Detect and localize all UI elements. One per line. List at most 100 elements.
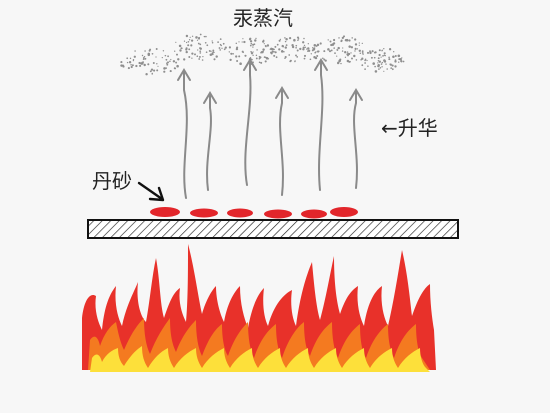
- vapor-dot: [149, 70, 152, 73]
- flames: [82, 244, 436, 372]
- vapor-dot: [383, 52, 386, 55]
- vapor-dot: [134, 50, 136, 52]
- vapor-dot: [156, 63, 158, 65]
- vapor-dot: [267, 58, 270, 60]
- vapor-dot: [333, 47, 335, 49]
- vapor-dot: [255, 54, 258, 57]
- vapor-dot: [294, 60, 296, 63]
- vapor-dot: [391, 64, 394, 67]
- vapor-dot: [211, 41, 214, 44]
- vapor-dot: [402, 60, 405, 63]
- vapor-dot: [188, 39, 191, 41]
- vapor-dot: [340, 62, 342, 65]
- vapor-dot: [165, 58, 168, 61]
- vapor-dot: [258, 58, 261, 60]
- vapor-dot: [398, 61, 400, 63]
- vapor-dot: [323, 58, 326, 61]
- vapor-dot: [330, 49, 333, 52]
- vapor-dot: [133, 55, 136, 58]
- vapor-dot: [135, 64, 138, 68]
- vapor-dot: [388, 58, 391, 61]
- vapor-dot: [130, 64, 132, 66]
- vapor-dot: [383, 70, 385, 72]
- vapor-dot: [302, 46, 305, 49]
- vapor-dot: [177, 58, 180, 61]
- vapor-dot: [361, 57, 364, 60]
- vapor-dot: [302, 48, 305, 51]
- vapor-dot: [281, 49, 283, 52]
- vapor-dot: [309, 58, 312, 61]
- vapor-dot: [151, 52, 154, 55]
- vapor-dot: [166, 63, 169, 66]
- vapor-dot: [377, 64, 380, 68]
- vapor-dot: [143, 63, 146, 67]
- vapor-dot: [356, 48, 359, 50]
- vapor-dot: [162, 50, 165, 52]
- vapor-dot: [374, 65, 376, 68]
- vapor-dot: [302, 41, 305, 44]
- vapor-dot: [359, 52, 362, 55]
- vapor-dot: [164, 54, 167, 57]
- vapor-dot: [185, 50, 188, 54]
- vapor-dot: [307, 43, 309, 45]
- vapor-dot: [297, 39, 299, 41]
- vapor-dot: [367, 65, 369, 67]
- vapor-dot: [170, 58, 172, 61]
- vapor-dot: [161, 56, 163, 59]
- vapor-dot: [370, 56, 373, 59]
- vapor-dot: [196, 55, 199, 58]
- vapor-dot: [264, 44, 267, 47]
- cinnabar-grain: [330, 207, 358, 217]
- vapor-dot: [228, 46, 231, 49]
- vapor-dot: [242, 51, 244, 54]
- vapor-dot: [336, 49, 339, 51]
- vapor-dot: [209, 53, 213, 56]
- vapor-dot: [344, 51, 347, 54]
- vapor-dot: [128, 61, 132, 64]
- vapor-dot: [394, 59, 397, 61]
- vapor-dot: [201, 59, 204, 61]
- vapor-dot: [194, 53, 196, 56]
- vapor-dot: [346, 51, 349, 53]
- vapor-dot: [131, 64, 134, 67]
- vapor-dot: [282, 46, 285, 48]
- cinnabar-grain: [150, 207, 180, 217]
- vapor-dot: [327, 39, 329, 41]
- rising-arrow: [244, 61, 252, 186]
- vapor-dot: [163, 67, 166, 70]
- vapor-dot: [169, 60, 171, 62]
- vapor-dot: [252, 43, 255, 46]
- vapor-dot: [208, 49, 211, 52]
- vapor-dot: [381, 61, 384, 64]
- vapor-dot: [213, 51, 215, 54]
- vapor-dot: [147, 63, 150, 66]
- vapor-dot: [355, 59, 358, 61]
- vapor-dot: [138, 61, 141, 65]
- vapor-dot: [249, 37, 252, 40]
- vapor-dot: [274, 51, 277, 54]
- vapor-dot: [278, 48, 281, 51]
- vapor-dot: [141, 62, 144, 65]
- vapor-dot: [144, 57, 147, 60]
- vapor-dot: [373, 51, 376, 54]
- vapor-dot: [377, 57, 380, 60]
- vapor-dot: [222, 42, 225, 45]
- vapor-dot: [191, 57, 193, 59]
- vapor-dot: [165, 67, 167, 69]
- vapor-dot: [322, 57, 324, 60]
- vapor-dot: [374, 70, 378, 73]
- vapor-dot: [391, 68, 394, 71]
- vapor-dot: [149, 48, 152, 51]
- vapor-dot: [122, 65, 125, 68]
- vapor-dot: [252, 51, 254, 53]
- vapor-dot: [351, 57, 353, 60]
- vapor-dot: [179, 49, 182, 52]
- vapor-dot: [127, 67, 130, 70]
- vapor-dot: [260, 61, 263, 64]
- vapor-dot: [250, 42, 253, 45]
- vapor-dot: [199, 50, 202, 53]
- vapor-dot: [366, 51, 370, 54]
- vapor-dot: [263, 43, 265, 45]
- vapor-dot: [189, 36, 191, 38]
- vapor-dot: [346, 53, 349, 56]
